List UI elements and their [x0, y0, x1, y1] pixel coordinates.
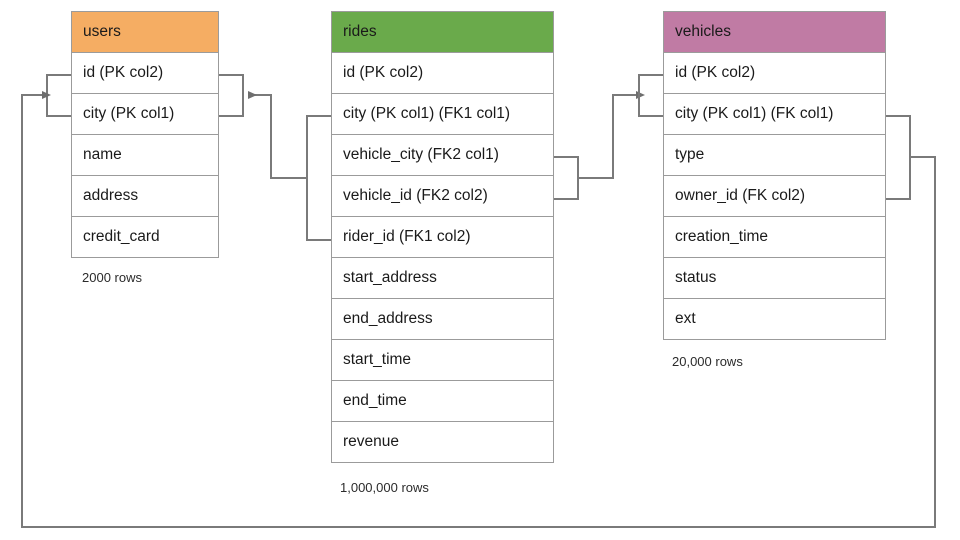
table-users-column-name[interactable]: name: [71, 135, 219, 176]
table-rides[interactable]: rides id (PK col2) city (PK col1) (FK1 c…: [331, 11, 554, 463]
column-label: revenue: [343, 433, 400, 450]
table-vehicles[interactable]: vehicles id (PK col2) city (PK col1) (FK…: [663, 11, 886, 340]
table-users-column-address[interactable]: address: [71, 176, 219, 217]
column-label: ext: [675, 310, 696, 327]
table-rides-column-end-time[interactable]: end_time: [331, 381, 554, 422]
column-label: id (PK col2): [675, 64, 756, 81]
table-rides-column-start-time[interactable]: start_time: [331, 340, 554, 381]
table-vehicles-column-city[interactable]: city (PK col1) (FK col1): [663, 94, 886, 135]
table-vehicles-column-type[interactable]: type: [663, 135, 886, 176]
table-rides-column-end-address[interactable]: end_address: [331, 299, 554, 340]
table-users-column-credit-card[interactable]: credit_card: [71, 217, 219, 258]
column-label: address: [83, 187, 139, 204]
column-label: type: [675, 146, 705, 163]
table-users-column-id[interactable]: id (PK col2): [71, 53, 219, 94]
column-label: name: [83, 146, 122, 163]
table-vehicles-column-creation-time[interactable]: creation_time: [663, 217, 886, 258]
table-rides-column-city[interactable]: city (PK col1) (FK1 col1): [331, 94, 554, 135]
vehicles-left-bracket: [638, 74, 663, 117]
table-vehicles-column-ext[interactable]: ext: [663, 299, 886, 340]
column-label: start_time: [343, 351, 412, 368]
column-label: end_time: [343, 392, 407, 409]
table-users-row-count: 2000 rows: [82, 270, 142, 285]
users-left-bracket: [46, 74, 71, 117]
table-rides-column-vehicle-id[interactable]: vehicle_id (FK2 col2): [331, 176, 554, 217]
table-rides-column-vehicle-city[interactable]: vehicle_city (FK2 col1): [331, 135, 554, 176]
column-label: city (PK col1): [83, 105, 175, 122]
column-label: vehicle_id (FK2 col2): [343, 187, 488, 204]
column-label: owner_id (FK col2): [675, 187, 806, 204]
column-label: status: [675, 269, 717, 286]
table-users-title: users: [83, 23, 121, 40]
table-rides-header: rides: [331, 11, 554, 53]
table-rides-column-start-address[interactable]: start_address: [331, 258, 554, 299]
rides-left-bracket: [306, 115, 331, 241]
table-vehicles-header: vehicles: [663, 11, 886, 53]
table-rides-title: rides: [343, 23, 377, 40]
column-label: id (PK col2): [343, 64, 424, 81]
table-users-header: users: [71, 11, 219, 53]
table-vehicles-column-owner-id[interactable]: owner_id (FK col2): [663, 176, 886, 217]
table-rides-column-rider-id[interactable]: rider_id (FK1 col2): [331, 217, 554, 258]
column-label: end_address: [343, 310, 433, 327]
table-rides-row-count: 1,000,000 rows: [340, 480, 429, 495]
users-right-bracket: [219, 74, 244, 117]
column-label: vehicle_city (FK2 col1): [343, 146, 499, 163]
column-label: city (PK col1) (FK col1): [675, 105, 834, 122]
table-vehicles-column-status[interactable]: status: [663, 258, 886, 299]
column-label: start_address: [343, 269, 437, 286]
rides-right-bracket: [554, 156, 579, 200]
table-users-column-city[interactable]: city (PK col1): [71, 94, 219, 135]
table-users[interactable]: users id (PK col2) city (PK col1) name a…: [71, 11, 219, 258]
rides-to-users-connector: [248, 91, 307, 179]
table-vehicles-title: vehicles: [675, 23, 731, 40]
table-vehicles-row-count: 20,000 rows: [672, 354, 743, 369]
table-rides-column-id[interactable]: id (PK col2): [331, 53, 554, 94]
column-label: city (PK col1) (FK1 col1): [343, 105, 511, 122]
table-rides-column-revenue[interactable]: revenue: [331, 422, 554, 463]
column-label: id (PK col2): [83, 64, 164, 81]
rides-to-vehicles-connector: [578, 91, 645, 179]
vehicles-right-bracket: [886, 115, 911, 200]
table-vehicles-column-id[interactable]: id (PK col2): [663, 53, 886, 94]
column-label: credit_card: [83, 228, 160, 245]
column-label: creation_time: [675, 228, 769, 245]
column-label: rider_id (FK1 col2): [343, 228, 471, 245]
